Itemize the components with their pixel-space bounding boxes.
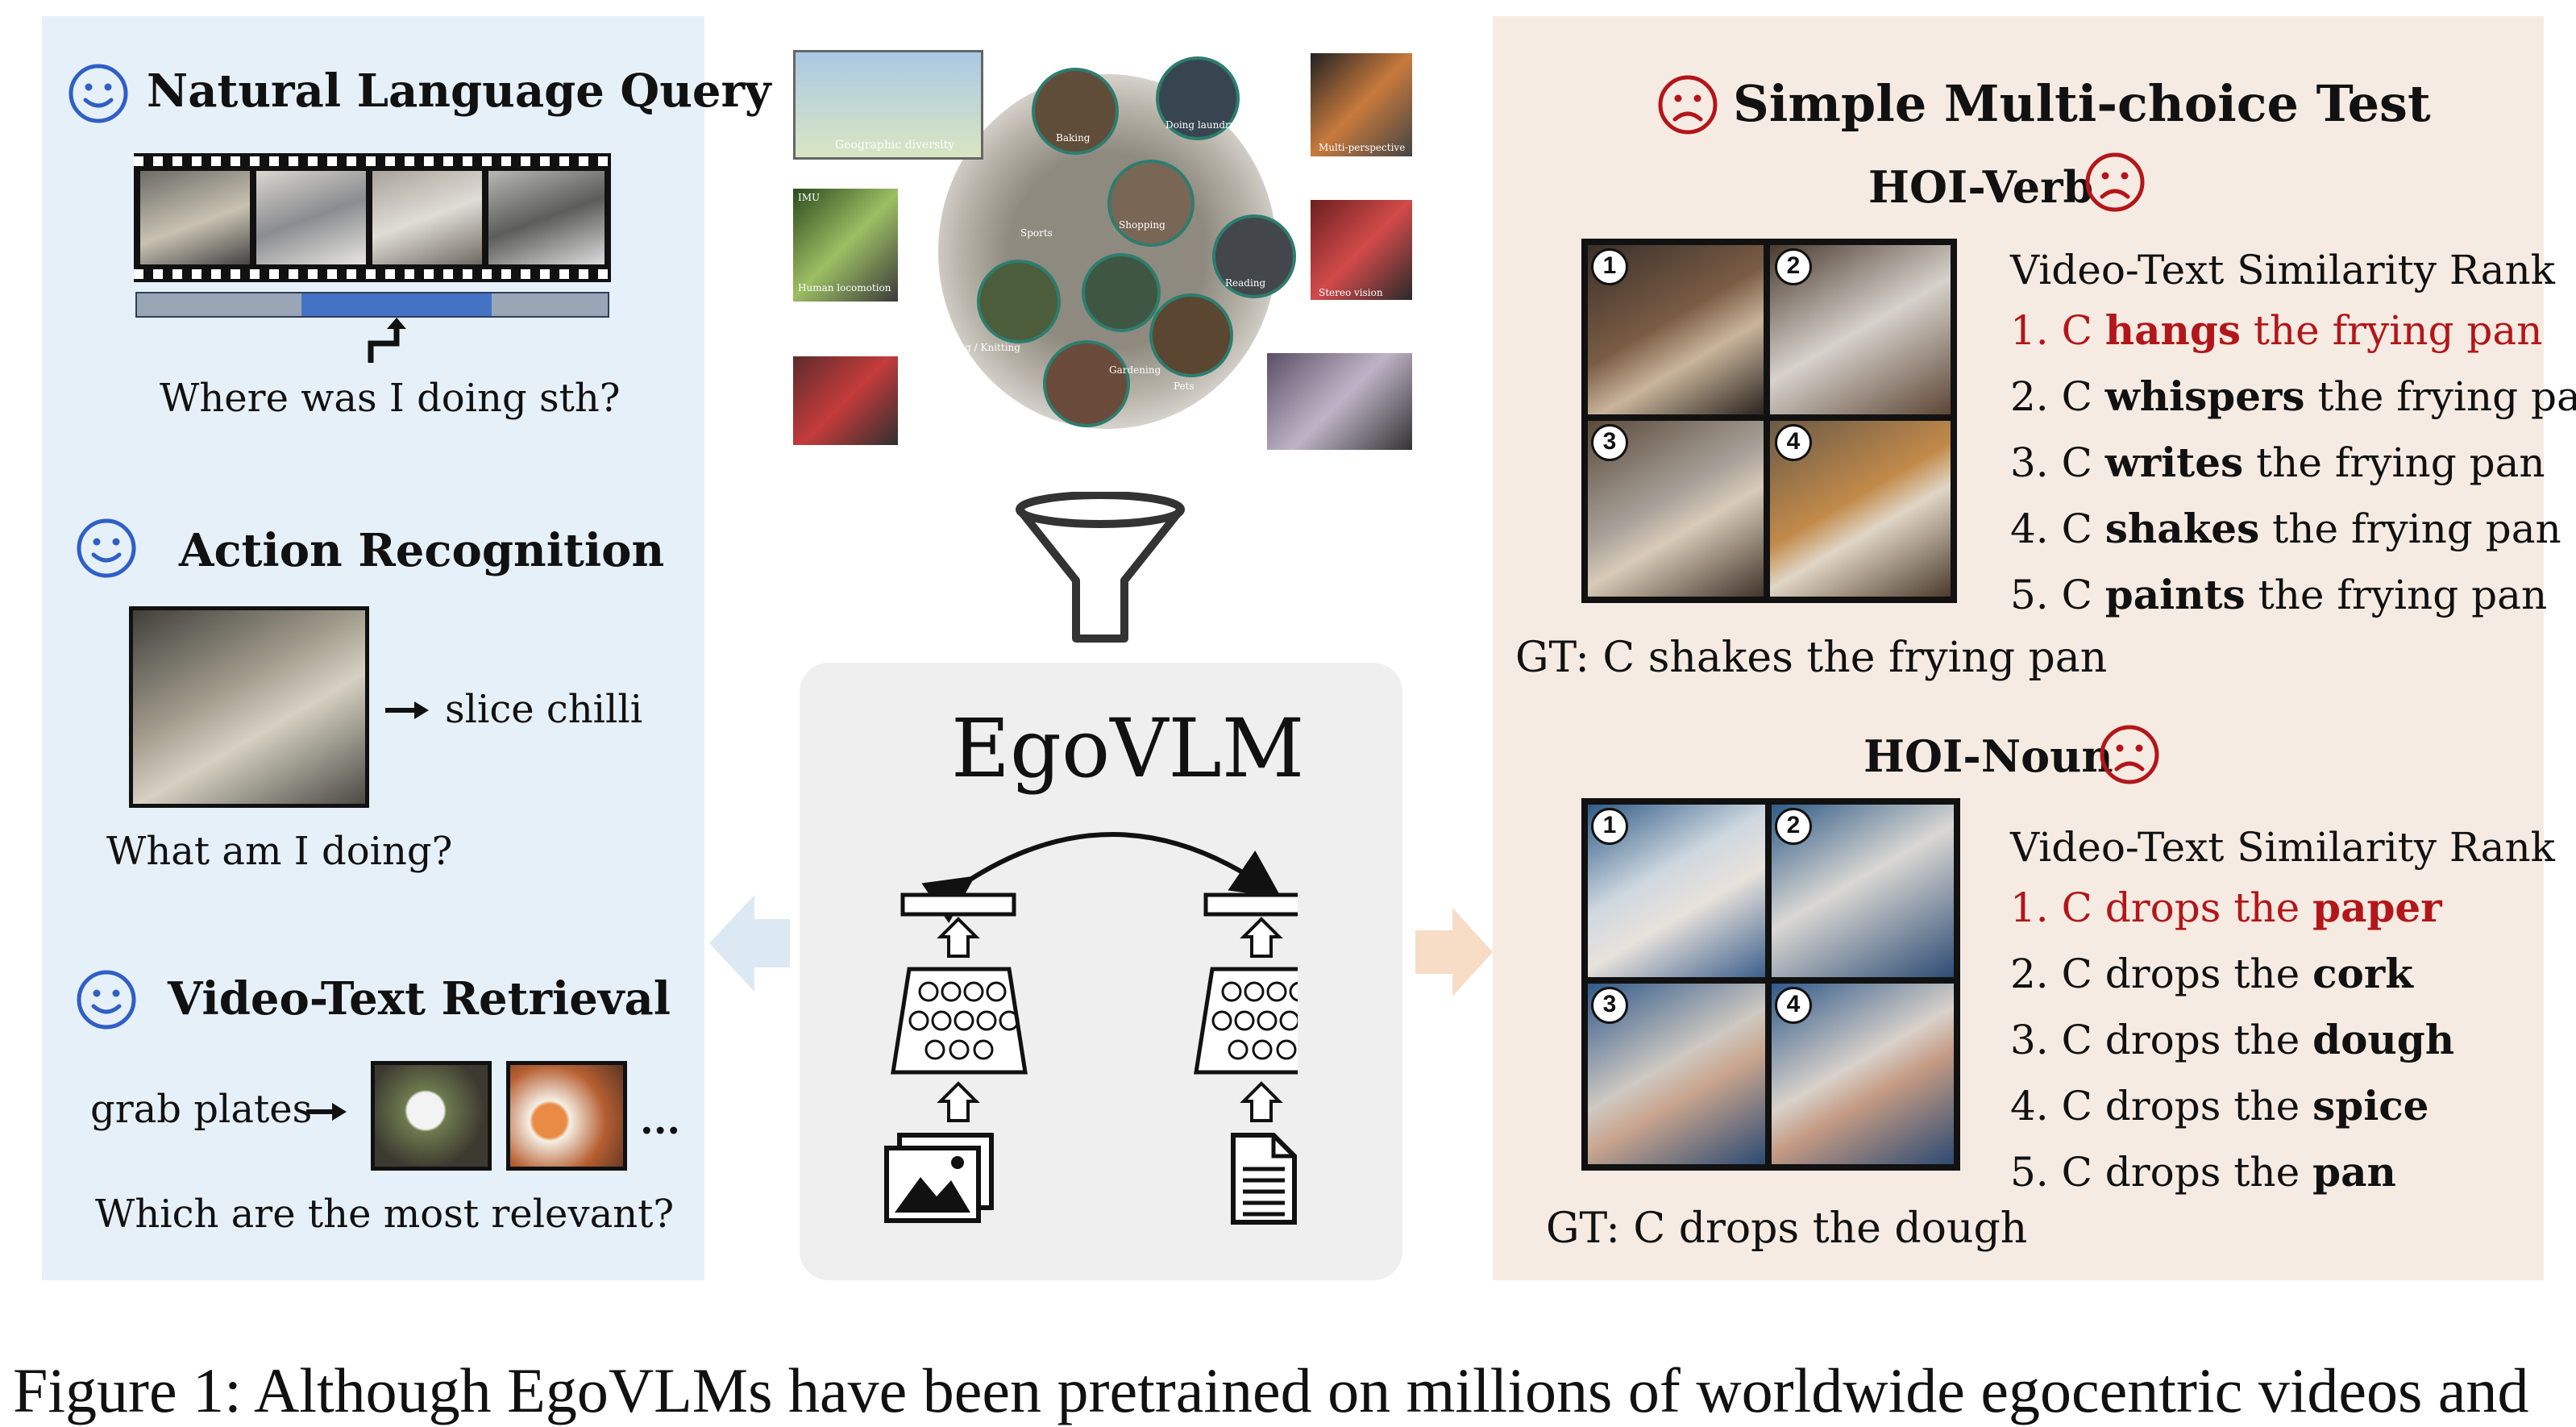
figure-caption: Figure 1: Although EgoVLMs have been pre… — [13, 1355, 2529, 1425]
funnel-icon — [1016, 492, 1185, 643]
collage-label: Sports — [1020, 227, 1053, 239]
collage-circle — [1032, 68, 1119, 155]
nlq-title: Natural Language Query — [147, 64, 771, 118]
frame-number: 4 — [1775, 987, 1812, 1024]
timeline-bar — [135, 292, 609, 318]
dual-encoder-diagram — [884, 832, 1298, 1225]
retrieval-thumbnail — [371, 1061, 492, 1171]
retrieval-thumbnail — [506, 1061, 627, 1171]
collage-tile — [1267, 353, 1412, 450]
noun-ground-truth: GT: C drops the dough — [1546, 1204, 2028, 1253]
verb-rank-item: 3. C writes the frying pan — [2010, 439, 2545, 486]
frown-face-icon — [1658, 75, 1718, 135]
frame-number: 2 — [1775, 808, 1812, 845]
collage-label: Human locomotion — [798, 282, 891, 293]
noun-subtitle: HOI-Noun — [1863, 730, 2113, 782]
collage-label: Multi-perspective — [1319, 142, 1406, 153]
noun-rank-item: 1. C drops the paper — [2010, 884, 2442, 931]
frame-number: 2 — [1775, 248, 1812, 285]
collage-circle — [1082, 253, 1161, 332]
collage-label: Geographic diversity — [835, 139, 955, 152]
up-arrow-icon — [937, 1081, 980, 1122]
up-arrow-icon — [937, 917, 980, 958]
ar-title: Action Recognition — [179, 524, 665, 577]
up-arrow-icon — [1240, 917, 1283, 958]
film-strip — [134, 153, 611, 282]
frame-number: 1 — [1591, 808, 1628, 845]
noun-rank-item: 3. C drops the dough — [2010, 1016, 2455, 1063]
collage-circle — [977, 260, 1061, 343]
nlq-question: Where was I doing sth? — [160, 376, 621, 421]
verb-rank-item: 1. C hangs the frying pan — [2010, 306, 2543, 354]
frown-face-icon — [2085, 152, 2145, 212]
collage-tile — [793, 356, 898, 445]
verb-frame-grid: 1 2 3 4 — [1581, 239, 1957, 603]
ar-label: slice chilli — [445, 687, 643, 732]
verb-ground-truth: GT: C shakes the frying pan — [1515, 634, 2108, 682]
arrow-right-icon — [1415, 908, 1493, 996]
frame-number: 3 — [1591, 987, 1628, 1024]
frame-number: 1 — [1591, 248, 1628, 285]
verb-rank-title: Video-Text Similarity Rank — [2010, 247, 2555, 293]
collage-tile — [1311, 200, 1412, 300]
egocentric-collage: Geographic diversity Doing laundry Bakin… — [793, 42, 1412, 455]
verb-subtitle: HOI-Verb — [1868, 161, 2094, 213]
noun-rank-item: 5. C drops the pan — [2010, 1148, 2396, 1196]
collage-label: IMU — [798, 192, 821, 203]
collage-circle — [1043, 340, 1130, 427]
document-icon — [1231, 1133, 1297, 1225]
noun-rank-item: 4. C drops the spice — [2010, 1082, 2429, 1130]
collage-label: Reading — [1225, 277, 1266, 289]
verb-rank-item: 4. C shakes the frying pan — [2010, 505, 2561, 552]
arrow-right-icon — [306, 1103, 347, 1121]
collage-circle — [1149, 293, 1233, 377]
verb-rank-item: 2. C whispers the frying pan — [2010, 372, 2576, 420]
action-thumbnail — [129, 606, 369, 808]
verb-rank-item: 5. C paints the frying pan — [2010, 571, 2548, 618]
vtr-title: Video-Text Retrieval — [168, 972, 671, 1026]
collage-map — [793, 50, 983, 160]
collage-tile — [1311, 53, 1412, 156]
arrow-left-icon — [709, 895, 790, 992]
collage-label: Pets — [1174, 381, 1195, 392]
collage-label: Gardening — [1109, 364, 1161, 376]
vtr-query: grab plates — [90, 1087, 313, 1132]
collage-tile — [793, 189, 898, 302]
up-arrow-icon — [1240, 1081, 1283, 1122]
noun-frame-grid: 1 2 3 4 — [1581, 798, 1960, 1171]
image-icon — [884, 1133, 994, 1223]
timeline-pointer-icon — [368, 318, 406, 363]
noun-rank-item: 2. C drops the cork — [2010, 950, 2413, 997]
arrow-right-icon — [385, 701, 429, 719]
smile-face-icon — [69, 64, 128, 123]
collage-circle — [1156, 56, 1240, 140]
model-title: EgoVLM — [951, 701, 1305, 796]
smile-face-icon — [77, 970, 136, 1030]
frame-number: 4 — [1775, 424, 1812, 461]
collage-label: Shopping — [1119, 219, 1165, 231]
frame-number: 3 — [1591, 424, 1628, 461]
vtr-question: Which are the most relevant? — [95, 1192, 675, 1237]
collage-label: Sewing / Knitting — [935, 342, 1020, 353]
collage-circle — [1212, 214, 1296, 298]
frown-face-icon — [2100, 725, 2159, 784]
smile-face-icon — [77, 518, 136, 578]
vtr-ellipsis: ... — [640, 1098, 681, 1143]
collage-label: Doing laundry — [1165, 119, 1236, 131]
test-title: Simple Multi-choice Test — [1733, 74, 2431, 133]
collage-label: Stereo vision — [1319, 287, 1383, 298]
collage-label: Playing games — [1057, 434, 1129, 445]
noun-rank-title: Video-Text Similarity Rank — [2010, 824, 2555, 871]
collage-circle — [1107, 160, 1195, 247]
collage-label: Baking — [1056, 132, 1091, 144]
ar-question: What am I doing? — [106, 829, 453, 874]
